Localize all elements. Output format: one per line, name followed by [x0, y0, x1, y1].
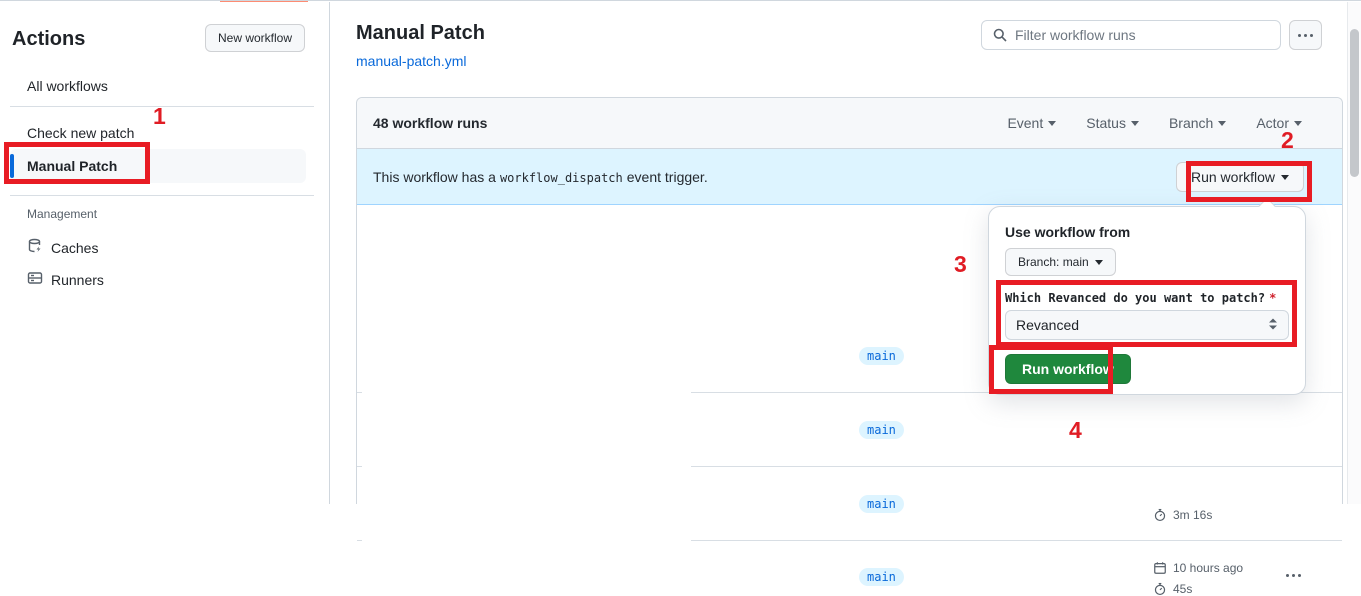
- stopwatch-icon: [1153, 582, 1167, 596]
- page-scrollbar: [1347, 2, 1361, 504]
- filter-runs-search[interactable]: [981, 20, 1281, 50]
- run-options-kebab-icon[interactable]: [1286, 574, 1301, 577]
- sidebar-item-manual-patch[interactable]: Manual Patch: [10, 149, 306, 183]
- run-duration: 45s: [1153, 582, 1192, 596]
- filter-status[interactable]: Status: [1086, 115, 1139, 131]
- stopwatch-icon: [1153, 508, 1167, 522]
- page-title: Manual Patch: [356, 22, 485, 44]
- run-workflow-submit-button[interactable]: Run workflow: [1005, 354, 1131, 384]
- calendar-icon: [1153, 561, 1167, 575]
- row-divider: [357, 466, 362, 467]
- runners-icon: [27, 270, 43, 289]
- sidebar-item-check-new-patch[interactable]: Check new patch: [27, 125, 135, 141]
- workflow-input-label: Which Revanced do you want to patch?*: [1005, 291, 1277, 305]
- required-marker: *: [1269, 291, 1277, 305]
- use-workflow-from-label: Use workflow from: [1005, 224, 1131, 240]
- sidebar-divider: [10, 106, 314, 107]
- row-divider: [691, 540, 1342, 541]
- branch-selector-button[interactable]: Branch: main: [1005, 248, 1116, 276]
- annotation-number-4: 4: [1069, 417, 1082, 443]
- chevron-down-icon: [1048, 120, 1057, 126]
- search-icon: [992, 27, 1008, 43]
- sidebar-title: Actions: [12, 28, 86, 50]
- chevron-down-icon: [1130, 120, 1139, 126]
- annotation-number-3: 3: [954, 251, 967, 277]
- branch-badge[interactable]: main: [859, 347, 904, 365]
- management-section-label: Management: [27, 207, 98, 221]
- sidebar-item-caches[interactable]: Caches: [27, 238, 98, 257]
- row-divider: [357, 540, 362, 541]
- run-filters: Event Status Branch Actor: [1007, 115, 1302, 131]
- more-options-button[interactable]: [1289, 20, 1322, 50]
- sidebar-divider: [10, 195, 314, 196]
- search-input[interactable]: [1015, 27, 1270, 43]
- annotation-number-1: 1: [153, 103, 166, 129]
- chevron-down-icon: [1094, 259, 1103, 265]
- runs-list-header: 48 workflow runs Event Status Branch Act…: [357, 98, 1342, 149]
- chevron-down-icon: [1218, 120, 1227, 126]
- up-down-caret-icon: [1268, 317, 1278, 334]
- branch-badge[interactable]: main: [859, 568, 904, 586]
- scrollbar-thumb[interactable]: [1350, 29, 1359, 177]
- cache-icon: [27, 238, 43, 257]
- workflow-runs-panel: 48 workflow runs Event Status Branch Act…: [356, 97, 1343, 596]
- chevron-down-icon: [1294, 120, 1302, 126]
- annotation-number-2: 2: [1281, 127, 1294, 153]
- actions-sidebar: Actions New workflow All workflows Check…: [0, 2, 330, 504]
- filter-branch[interactable]: Branch: [1169, 115, 1227, 131]
- filter-event[interactable]: Event: [1007, 115, 1057, 131]
- run-duration: 3m 16s: [1153, 508, 1212, 522]
- sidebar-item-label: Runners: [51, 271, 104, 288]
- workflow-file-link[interactable]: manual-patch.yml: [356, 53, 467, 69]
- run-workflow-dropdown-button[interactable]: Run workflow: [1175, 162, 1304, 192]
- run-started-time: 10 hours ago: [1153, 561, 1243, 575]
- revanced-select[interactable]: Revanced: [1005, 310, 1289, 340]
- row-divider: [357, 392, 362, 393]
- row-divider: [691, 466, 1342, 467]
- sidebar-item-runners[interactable]: Runners: [27, 270, 104, 289]
- selected-item-indicator: [10, 154, 14, 178]
- new-workflow-button[interactable]: New workflow: [205, 24, 305, 52]
- branch-badge[interactable]: main: [859, 421, 904, 439]
- branch-badge[interactable]: main: [859, 495, 904, 513]
- sidebar-item-label: Caches: [51, 239, 99, 256]
- sidebar-item-all-workflows[interactable]: All workflows: [27, 78, 108, 94]
- filter-actor[interactable]: Actor: [1256, 115, 1302, 131]
- run-workflow-panel: Use workflow from Branch: main Which Rev…: [988, 197, 1306, 395]
- chevron-down-icon: [1281, 174, 1289, 180]
- code-span: workflow_dispatch: [499, 170, 623, 185]
- runs-count: 48 workflow runs: [373, 115, 488, 131]
- select-value: Revanced: [1016, 317, 1080, 333]
- sidebar-item-label: Manual Patch: [27, 158, 118, 174]
- kebab-horizontal-icon: [1298, 33, 1313, 37]
